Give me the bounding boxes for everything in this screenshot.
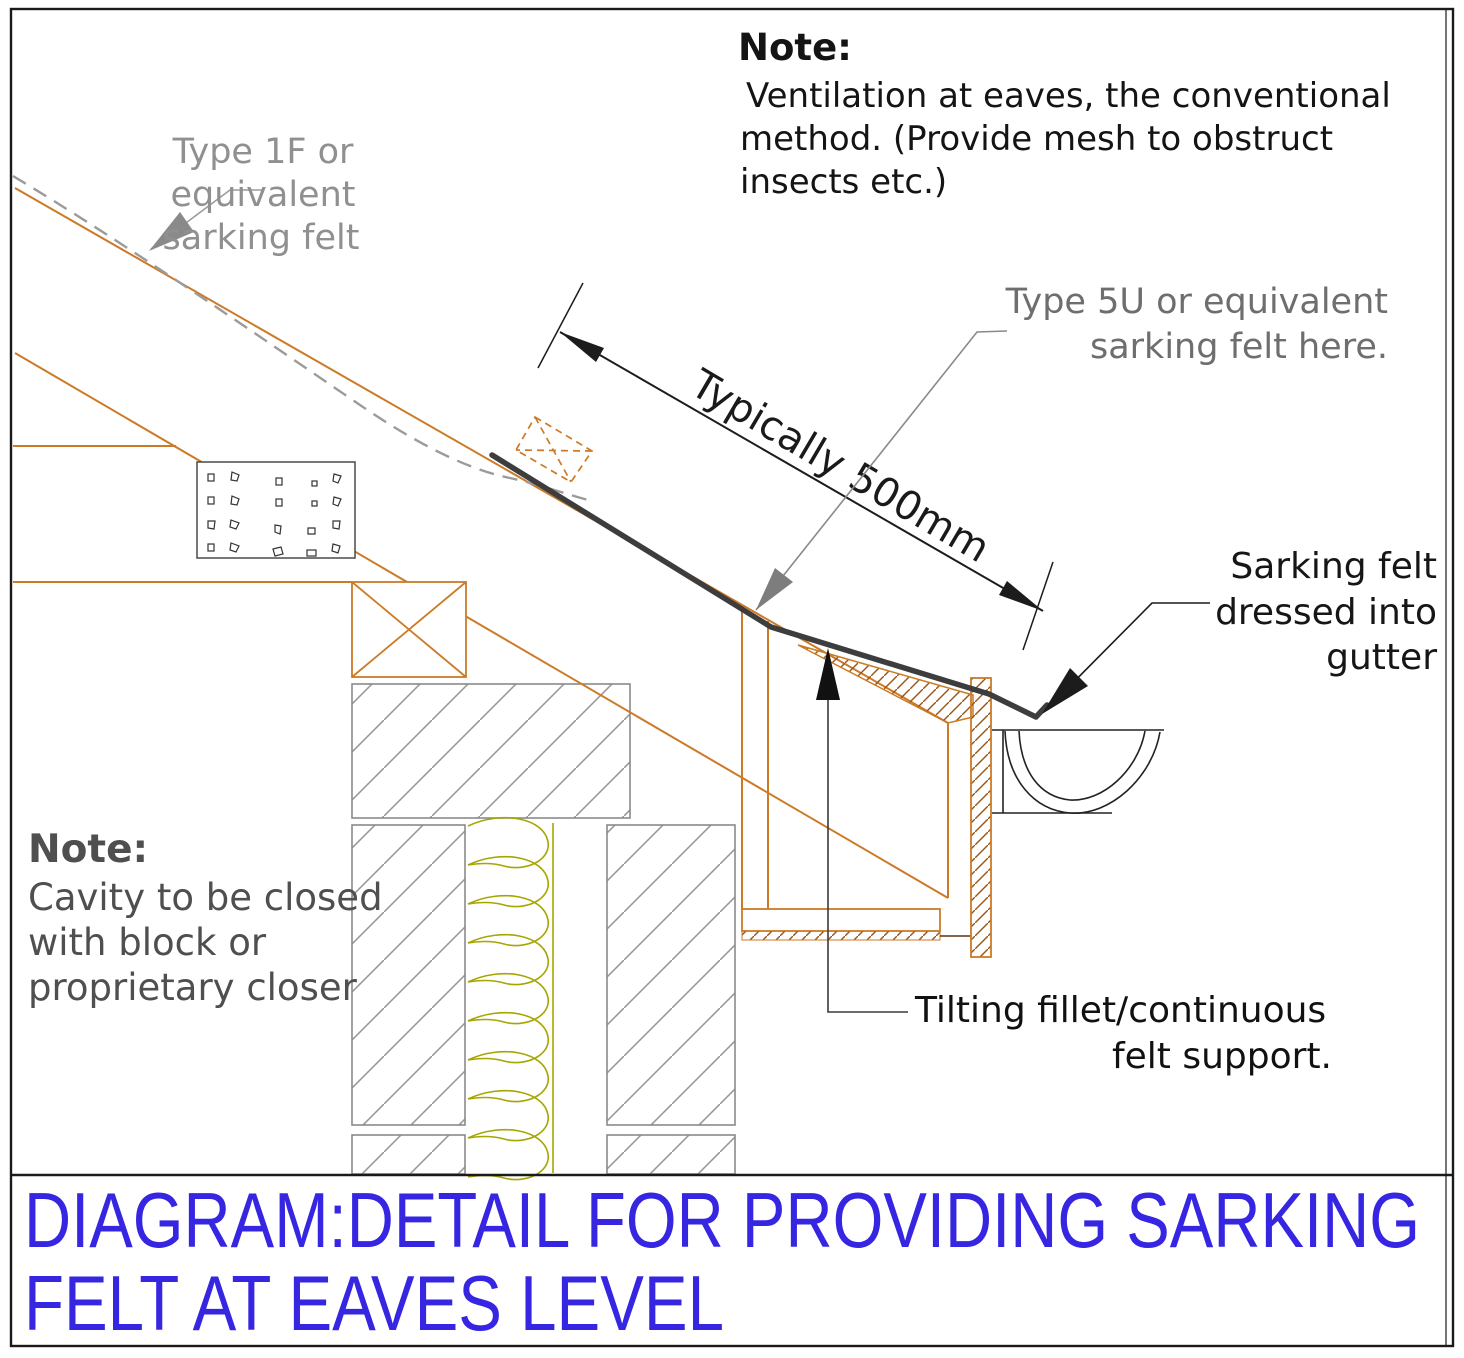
label-type5u-line1: Type 5U or equivalent xyxy=(1005,282,1388,322)
dimension-arrowhead-right-icon xyxy=(999,581,1043,611)
insulation-squiggle-icon xyxy=(467,816,549,1181)
note-cavity-heading: Note: xyxy=(28,827,148,872)
label-dressed-line1: Sarking felt xyxy=(1230,546,1437,587)
gutter xyxy=(992,729,1164,814)
sarking-felt-5u xyxy=(489,452,1050,720)
cavity-wall-outer-leaf xyxy=(606,824,736,1175)
label-tilting-line1: Tilting fillet/continuous xyxy=(914,990,1326,1031)
label-type1f-line1: Type 1F or xyxy=(172,132,354,172)
soffit-board xyxy=(741,908,971,941)
tile-batten-dashed xyxy=(514,415,594,484)
label-type1f-line3: sarking felt xyxy=(163,218,360,258)
leader-type1f-arrowhead-icon xyxy=(149,212,194,251)
cavity-wall-inner-leaf xyxy=(351,824,466,1175)
dimension-label: Typically 500mm xyxy=(682,360,997,572)
gutter-outer-wall xyxy=(1004,730,1161,814)
roof-rafter xyxy=(13,187,949,910)
fascia-board xyxy=(970,677,992,958)
leader-dressed-arrowhead-icon xyxy=(1042,668,1088,714)
note-cavity-line1: Cavity to be closed xyxy=(28,876,383,919)
dimension-tick-left xyxy=(537,282,584,369)
label-type1f: Type 1F or equivalent sarking felt xyxy=(163,132,360,258)
stippled-board xyxy=(196,461,356,559)
cavity-insulation xyxy=(467,816,554,1181)
leader-tilting-fillet xyxy=(816,648,908,1013)
leader-tilting-arrowhead-icon xyxy=(816,648,840,700)
dimension-arrowhead-left-icon xyxy=(560,332,604,362)
label-tilting-line2: felt support. xyxy=(1112,1036,1332,1077)
stipple-marks-icon xyxy=(207,471,342,557)
title-block: DIAGRAM:DETAIL FOR PROVIDING SARKING FEL… xyxy=(24,1176,1420,1347)
label-dressed-line3: gutter xyxy=(1326,637,1437,678)
label-type5u-line2: sarking felt here. xyxy=(1090,327,1388,367)
label-dressed-line2: dressed into xyxy=(1215,592,1437,633)
note-cavity: Note: Cavity to be closed with block or … xyxy=(28,827,383,1009)
note-ventilation-heading: Note: xyxy=(738,26,852,69)
drawing-border xyxy=(9,7,1455,1348)
leader-type5u xyxy=(755,330,1008,611)
note-cavity-line3: proprietary closer xyxy=(28,966,358,1009)
gutter-inner-wall xyxy=(1018,730,1146,801)
wall-plate xyxy=(351,581,467,678)
note-ventilation: Note: Ventilation at eaves, the conventi… xyxy=(738,26,1391,202)
note-cavity-line2: with block or xyxy=(28,921,267,964)
note-ventilation-line1: Ventilation at eaves, the conventional xyxy=(746,76,1391,116)
label-type1f-line2: equivalent xyxy=(171,175,356,215)
note-ventilation-line3: insects etc.) xyxy=(740,162,947,202)
label-dressed: Sarking felt dressed into gutter xyxy=(1215,546,1437,678)
title-line2: FELT AT EAVES LEVEL xyxy=(24,1259,724,1347)
dimension-500mm: Typically 500mm xyxy=(537,282,1054,651)
rafter-bottom-edge xyxy=(14,352,949,899)
leader-type1f xyxy=(149,189,263,251)
cavity-closer-block xyxy=(351,683,631,819)
leader-type5u-arrowhead-icon xyxy=(756,568,793,610)
label-tilting: Tilting fillet/continuous felt support. xyxy=(914,990,1332,1077)
note-ventilation-line2: method. (Provide mesh to obstruct xyxy=(740,119,1333,159)
label-type5u: Type 5U or equivalent sarking felt here. xyxy=(1005,282,1388,367)
leader-dressed-into-gutter xyxy=(1042,602,1210,714)
dimension-tick-right xyxy=(1022,561,1054,651)
title-line1: DIAGRAM:DETAIL FOR PROVIDING SARKING xyxy=(24,1176,1420,1264)
